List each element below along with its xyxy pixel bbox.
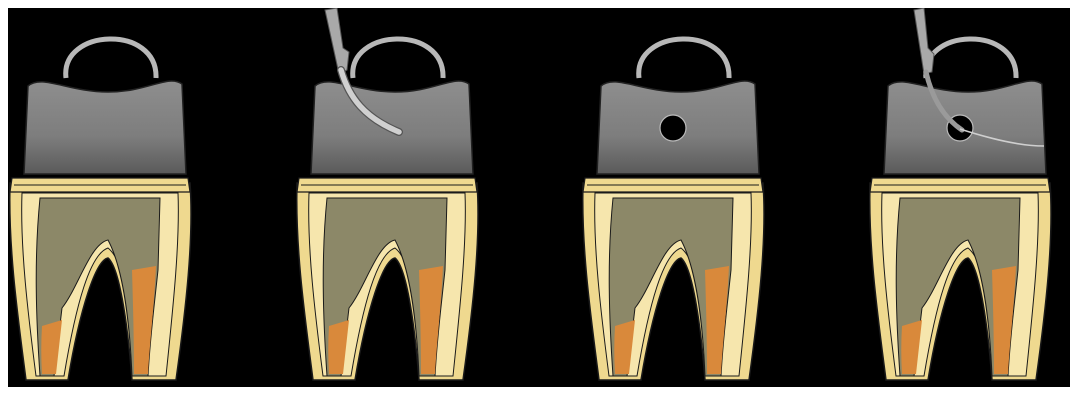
panel-3-access-cavity — [581, 8, 841, 387]
figure-canvas — [8, 8, 1070, 387]
panel-1-crown-with-clamp — [8, 8, 268, 387]
tooth-diagram — [8, 8, 268, 387]
clamp-wire — [353, 39, 443, 78]
clamp-wire — [926, 39, 1016, 78]
access-hole — [660, 115, 686, 141]
panel-2-bur-entering-crown — [295, 8, 555, 387]
clamp-wire — [66, 39, 156, 78]
tooth-diagram — [868, 8, 1070, 387]
panel-4-instrument-in-access — [868, 8, 1070, 387]
instrument-handle — [914, 8, 934, 74]
clamp-wire — [639, 39, 729, 78]
tooth-diagram — [295, 8, 555, 387]
bur-handpiece — [325, 8, 349, 74]
tooth-diagram — [581, 8, 841, 387]
crown — [24, 81, 186, 174]
